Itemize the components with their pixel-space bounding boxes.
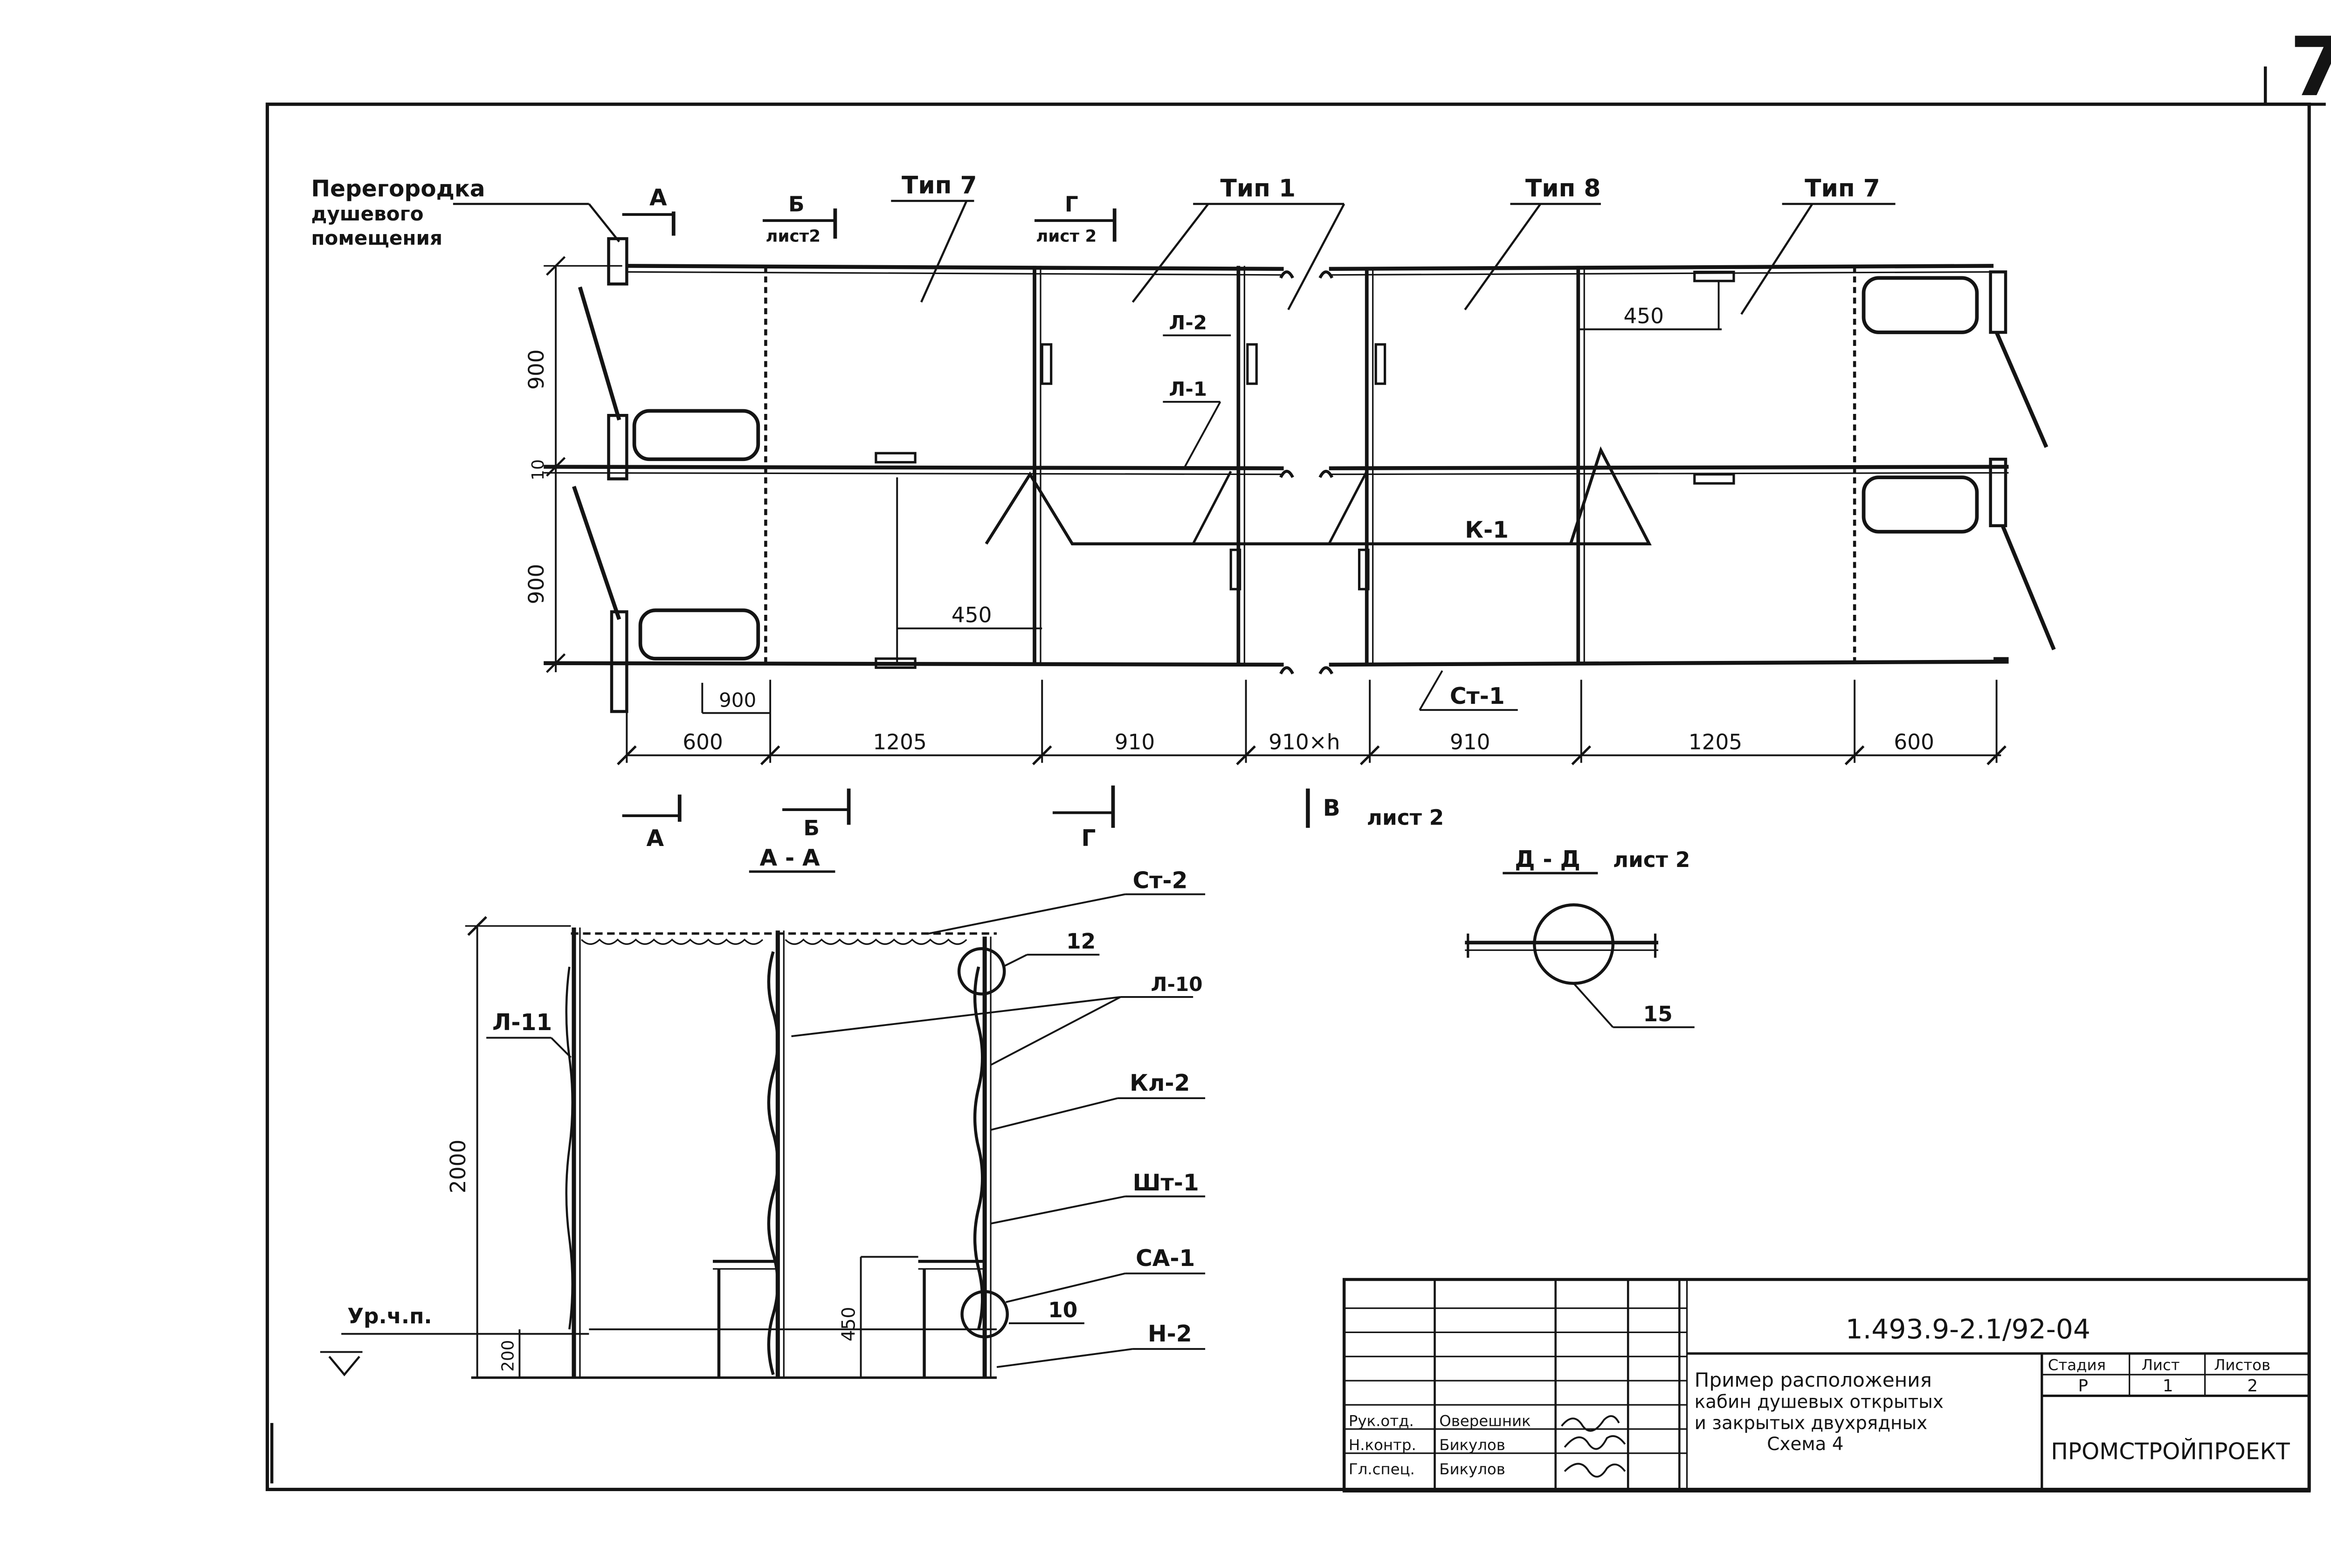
dim-b-1205-right: 1205 (1689, 729, 1742, 754)
section-dd-callout: 15 (1643, 1002, 1673, 1026)
title-block: 1.493.9-2.1/92-04 Пример расположения ка… (1342, 1278, 2311, 1492)
section-aa: А - А 2000 (320, 845, 1206, 1379)
mark-b-top-list: лист2 (766, 227, 821, 246)
label-12: 12 (1066, 929, 1096, 954)
dim-v-10: 10 (529, 459, 548, 480)
role-1: Рук.отд. (1349, 1412, 1414, 1430)
label-n2: Н-2 (1148, 1321, 1192, 1347)
stage-header-stage: Стадия (2048, 1356, 2106, 1374)
label-kl2: Кл-2 (1130, 1070, 1190, 1096)
dim-b-910-b: 910 (1450, 729, 1490, 754)
signature-1 (1561, 1415, 1620, 1432)
partition-note-line-3: помещения (311, 227, 442, 249)
title-line-1: Пример расположения (1695, 1369, 1932, 1391)
dim-height-450: 450 (839, 1307, 860, 1341)
section-dd-list: лист 2 (1613, 847, 1690, 872)
mark-a-top: А (649, 185, 667, 211)
dim-450-bottom: 450 (952, 603, 992, 627)
sheet-number: 7 (2290, 20, 2331, 115)
mark-b-bottom: Б (803, 816, 820, 840)
marker-st1: Ст-1 (1450, 683, 1505, 709)
role-1-name: Оверешник (1439, 1412, 1531, 1430)
dim-b-600-right: 600 (1894, 729, 1934, 754)
role-3: Гл.спец. (1349, 1460, 1415, 1478)
mark-g-top-list: лист 2 (1036, 227, 1097, 246)
signature-2 (1564, 1435, 1626, 1450)
label-st2: Ст-2 (1133, 868, 1188, 894)
label-l11: Л-11 (492, 1010, 552, 1036)
dim-v-900-top: 900 (524, 350, 549, 390)
type-label-3: Тип 8 (1525, 174, 1601, 202)
partition-note-line-2: душевого (311, 202, 423, 225)
type-label-4: Тип 7 (1805, 174, 1880, 202)
sheet-frame: 7 (265, 20, 2331, 1492)
dim-v-900-bottom: 900 (524, 564, 549, 605)
plan-view: Перегородка душевого помещения Тип 7 Тип… (311, 172, 2056, 765)
dim-900-small: 900 (719, 689, 756, 712)
role-2-name: Бикулов (1439, 1436, 1505, 1454)
title-line-4: Схема 4 (1767, 1434, 1843, 1455)
title-line-2: кабин душевых открытых (1695, 1391, 1944, 1412)
type-label-2: Тип 1 (1221, 174, 1296, 202)
mark-a-bottom: А (646, 825, 664, 852)
level-mark: Ур.ч.п. (347, 1304, 432, 1328)
mark-g-bottom: Г (1081, 825, 1096, 852)
marker-k1: К-1 (1465, 517, 1509, 543)
dim-height-200: 200 (498, 1340, 517, 1372)
dim-b-910-a: 910 (1115, 729, 1155, 754)
marker-l1: Л-1 (1169, 378, 1207, 400)
label-l10: Л-10 (1151, 973, 1202, 996)
stage-value-sheet: 1 (2163, 1376, 2173, 1396)
signature-3 (1564, 1463, 1626, 1478)
mark-v: В (1323, 795, 1340, 821)
mark-v-list: лист 2 (1367, 805, 1444, 830)
stage-value-sheets: 2 (2247, 1376, 2258, 1396)
title-line-3: и закрытых двухрядных (1695, 1413, 1927, 1434)
type-label-1: Тип 7 (902, 172, 977, 199)
role-3-name: Бикулов (1439, 1460, 1505, 1478)
org-name: ПРОМСТРОЙПРОЕКТ (2051, 1438, 2290, 1465)
label-sa1: СА-1 (1136, 1245, 1195, 1272)
mark-b-top: Б (788, 192, 805, 217)
section-dd-title: Д - Д (1515, 846, 1580, 873)
stage-header-sheets: Листов (2214, 1356, 2270, 1374)
mark-g-top: Г (1065, 192, 1078, 217)
dim-height-2000: 2000 (446, 1140, 470, 1193)
partition-note-line-1: Перегородка (311, 176, 485, 202)
stage-value-stage: Р (2078, 1376, 2088, 1396)
doc-code: 1.493.9-2.1/92-04 (1846, 1313, 2090, 1345)
label-10: 10 (1048, 1298, 1077, 1322)
dim-b-1205-left: 1205 (873, 729, 926, 754)
dim-450-top: 450 (1623, 304, 1664, 329)
stage-header-sheet: Лист (2142, 1356, 2180, 1374)
section-aa-title: А - А (759, 845, 820, 871)
section-marks: А Б лист2 Г лист 2 А Б Г В лист 2 (622, 185, 1444, 852)
label-sht1: Шт-1 (1133, 1170, 1199, 1196)
section-dd: Д - Д лист 2 15 (1465, 846, 1695, 1028)
dim-b-600-left: 600 (683, 729, 723, 754)
role-2: Н.контр. (1349, 1436, 1416, 1454)
dim-b-910xh: 910×h (1269, 729, 1340, 754)
marker-l2: Л-2 (1169, 311, 1207, 334)
